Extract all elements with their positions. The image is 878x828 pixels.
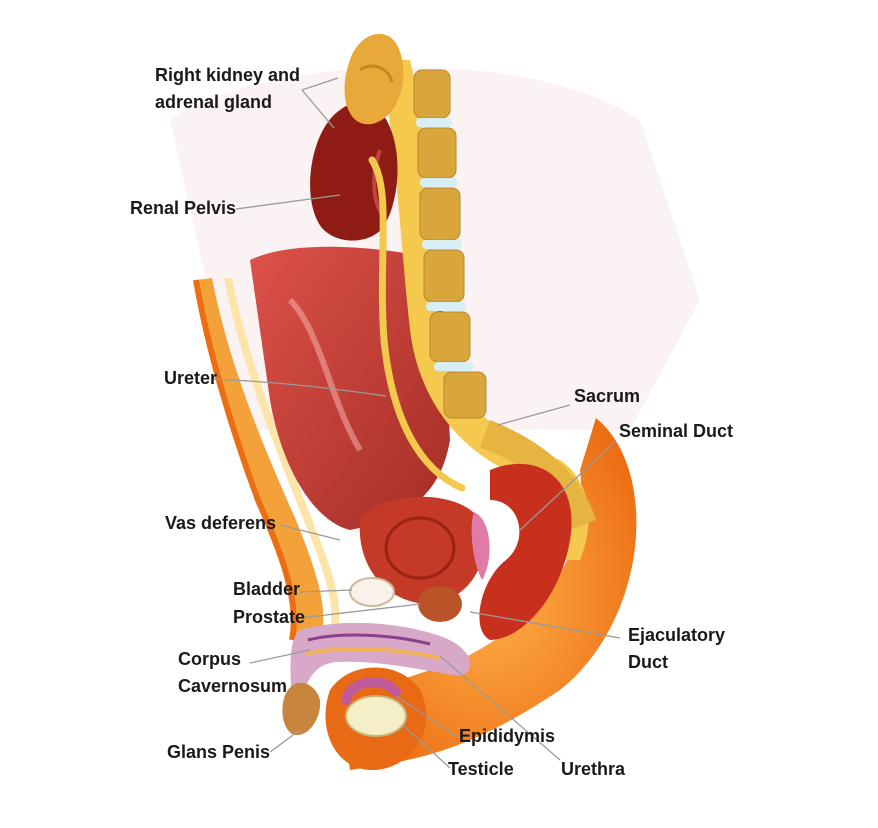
penis bbox=[290, 622, 471, 700]
label-urethra: Urethra bbox=[561, 759, 626, 779]
label-sacrum: Sacrum bbox=[574, 386, 641, 406]
glans-penis bbox=[282, 682, 321, 736]
label-ejaculatory-line1: Ejaculatory bbox=[628, 625, 726, 645]
leader-epididymis bbox=[395, 695, 459, 738]
leader-testicle bbox=[403, 725, 451, 769]
leader-urethra bbox=[439, 655, 561, 761]
leader-prostate bbox=[299, 603, 421, 619]
label-ureter: Ureter bbox=[164, 368, 218, 388]
label-renal-pelvis: Renal Pelvis bbox=[130, 198, 237, 218]
label-glans-penis: Glans Penis bbox=[167, 742, 271, 762]
leader-bladder bbox=[299, 589, 353, 593]
label-vas-deferens: Vas deferens bbox=[165, 513, 277, 533]
label-prostate: Prostate bbox=[233, 607, 306, 627]
leader-renal-pelvis bbox=[235, 194, 341, 210]
label-right-kidney-line2: adrenal gland bbox=[155, 92, 273, 112]
label-bladder: Bladder bbox=[233, 579, 301, 599]
label-seminal-duct: Seminal Duct bbox=[619, 421, 734, 441]
prostate bbox=[418, 586, 462, 622]
bladder bbox=[359, 496, 485, 604]
pubic-bone bbox=[349, 577, 395, 607]
abdominal-wall bbox=[193, 277, 637, 770]
epididymis bbox=[341, 677, 401, 705]
label-corpus-line2: Cavernosum bbox=[178, 676, 288, 696]
testicle bbox=[345, 695, 407, 737]
abdominal-cavity bbox=[250, 246, 450, 530]
leader-ejaculatory-duct bbox=[469, 611, 621, 639]
leader-sacrum bbox=[497, 404, 571, 426]
adrenal-gland bbox=[344, 33, 404, 125]
leader-lines bbox=[211, 77, 621, 769]
leader-adrenal bbox=[301, 77, 339, 91]
label-epididymis: Epididymis bbox=[459, 726, 556, 746]
seminal-vesicle bbox=[471, 512, 490, 580]
leader-glans-penis bbox=[269, 729, 301, 753]
label-right-kidney-line1: Right kidney and bbox=[155, 65, 301, 85]
label-ejaculatory-line2: Duct bbox=[628, 652, 668, 672]
leader-ureter bbox=[211, 378, 387, 397]
label-testicle: Testicle bbox=[448, 759, 514, 779]
rectum bbox=[479, 463, 572, 640]
leader-seminal-duct bbox=[519, 441, 616, 531]
label-corpus-line1: Corpus bbox=[178, 649, 241, 669]
leader-kidney bbox=[301, 89, 335, 129]
ureter bbox=[368, 156, 466, 492]
leader-vas-deferens bbox=[279, 524, 341, 541]
leader-corpus-cavernosum bbox=[249, 649, 311, 664]
